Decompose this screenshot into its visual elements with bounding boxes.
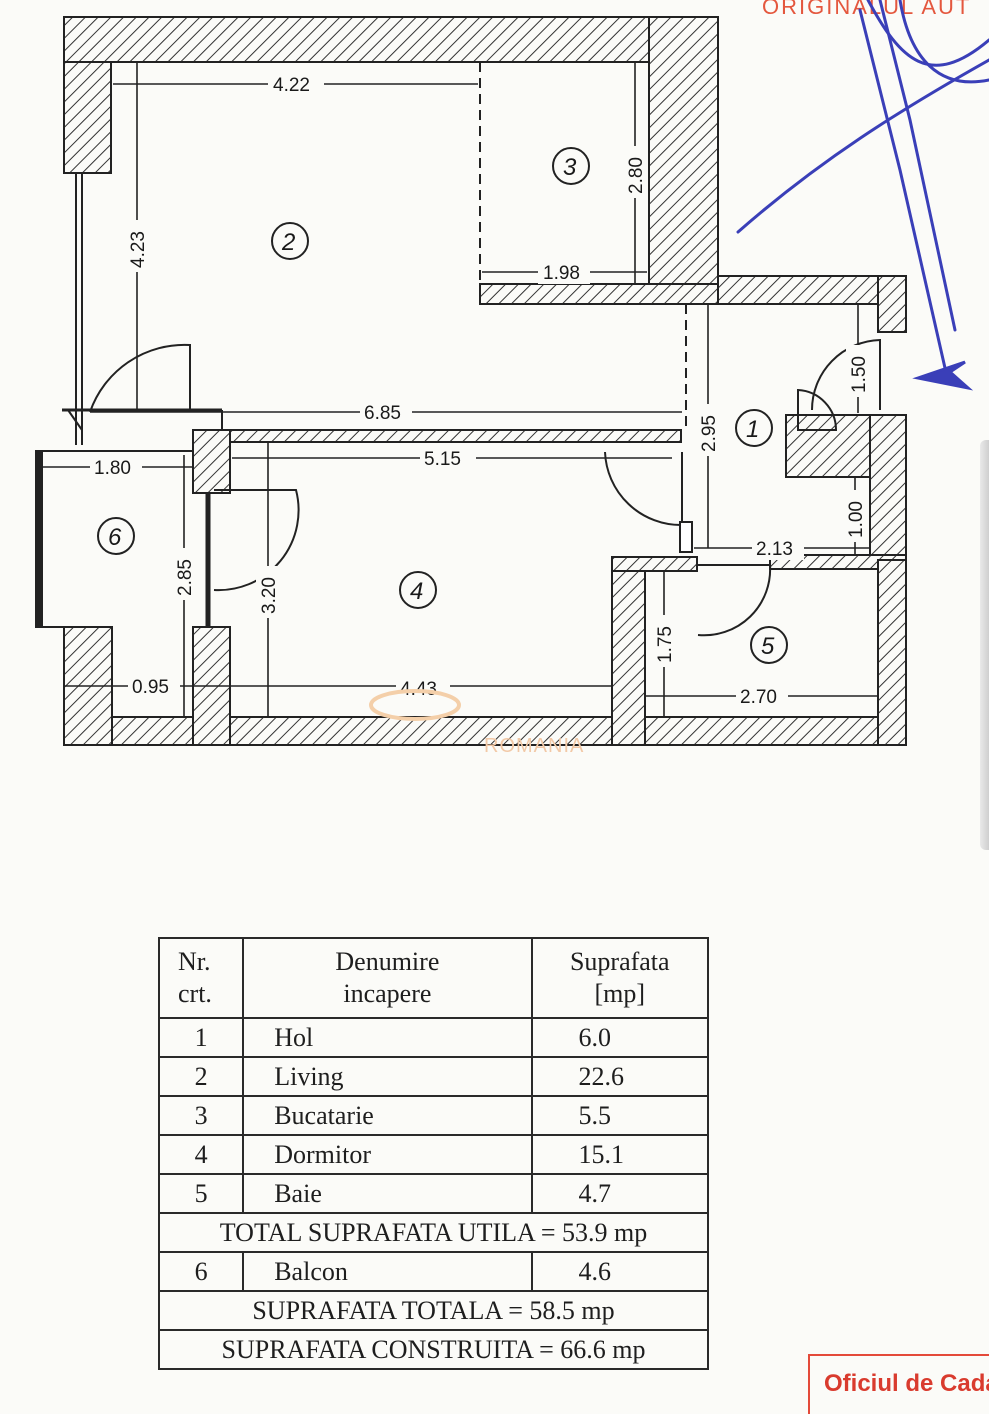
dim-label: 2.70 xyxy=(740,687,777,708)
table-row: 4 Dormitor 15.1 xyxy=(157,1134,710,1175)
header-nr: Nr. crt. xyxy=(157,937,245,1019)
header-name-line2: incapere xyxy=(343,979,432,1008)
doors xyxy=(89,338,881,637)
dim-label: 1.98 xyxy=(543,263,580,284)
row-name: Dormitor xyxy=(242,1134,533,1175)
constructed-area: SUPRAFATA CONSTRUITA = 66.6 mp xyxy=(158,1329,709,1370)
dashed-lines xyxy=(479,62,687,430)
row-area: 6.0 xyxy=(530,1017,710,1058)
watermark-logo xyxy=(369,689,461,721)
row-nr: 1 xyxy=(157,1017,245,1058)
header-name: Denumire incapere xyxy=(242,937,533,1019)
stamp-top-text: ORIGINALUL AUT xyxy=(762,0,971,19)
header-area-line1: Suprafata xyxy=(569,947,670,976)
wall-right-upper xyxy=(717,275,907,305)
wall-bath-top-left xyxy=(611,556,698,572)
dim-label: 3.20 xyxy=(259,577,280,614)
dim-label: 1.80 xyxy=(94,458,131,479)
floor-plan: 4.22 2.80 4.23 1.98 6.85 2.95 1.50 5.15 … xyxy=(35,0,989,757)
header-nr-line1: Nr. xyxy=(178,947,211,976)
row-nr: 4 xyxy=(157,1134,245,1175)
room-number: 4 xyxy=(410,578,423,605)
header-area: Suprafata [mp] xyxy=(530,937,710,1019)
header-nr-line2: crt. xyxy=(178,979,212,1008)
row-area: 4.6 xyxy=(530,1251,710,1292)
room-number: 1 xyxy=(746,416,759,443)
facade-lines xyxy=(35,173,223,628)
room-numbers xyxy=(97,147,788,664)
row-name: Bucatarie xyxy=(242,1095,533,1136)
walls xyxy=(63,16,907,746)
wall-kitchen-bottom xyxy=(479,283,719,305)
row-name: Living xyxy=(242,1056,533,1097)
table-row: 1 Hol 6.0 xyxy=(157,1017,710,1058)
dim-label: 1.50 xyxy=(849,356,870,393)
table-row: 3 Bucatarie 5.5 xyxy=(157,1095,710,1136)
dim-label: 6.85 xyxy=(364,403,401,424)
row-nr: 5 xyxy=(157,1173,245,1214)
row-name: Baie xyxy=(242,1173,533,1214)
row-nr: 3 xyxy=(157,1095,245,1136)
wall-divider xyxy=(229,429,682,443)
wall-right-lower xyxy=(869,414,907,566)
header-area-line2: [mp] xyxy=(594,979,646,1008)
total-row: SUPRAFATA TOTALA = 58.5 mp xyxy=(158,1290,709,1331)
wall-kitchen-right xyxy=(648,16,719,305)
table-row: 5 Baie 4.7 xyxy=(157,1173,710,1214)
table-header: Nr. crt. Denumire incapere Suprafata [mp… xyxy=(157,937,710,1019)
dim-label: 4.23 xyxy=(128,231,149,268)
dimension-lines xyxy=(42,62,878,717)
dim-label: 2.80 xyxy=(626,157,647,194)
wall-column xyxy=(192,429,231,494)
dim-label: 2.95 xyxy=(699,415,720,452)
total-utila-row: TOTAL SUPRAFATA UTILA = 53.9 mp xyxy=(158,1212,709,1253)
dim-label: 4.22 xyxy=(273,75,310,96)
area-table: Nr. crt. Denumire incapere Suprafata [mp… xyxy=(157,937,710,1370)
room-number: 5 xyxy=(761,633,775,660)
row-nr: 2 xyxy=(157,1056,245,1097)
row-nr: 6 xyxy=(157,1251,245,1292)
row-name: Balcon xyxy=(242,1251,533,1292)
room-number: 3 xyxy=(563,154,577,181)
dim-label: 0.95 xyxy=(132,677,169,698)
dim-label: 2.13 xyxy=(756,539,793,560)
dim-label: 2.85 xyxy=(175,559,196,596)
table-row: 2 Living 22.6 xyxy=(157,1056,710,1097)
row-name: Hol xyxy=(242,1017,533,1058)
row-area: 4.7 xyxy=(530,1173,710,1214)
header-name-line1: Denumire xyxy=(335,947,440,976)
row-area: 15.1 xyxy=(530,1134,710,1175)
table-row: 6 Balcon 4.6 xyxy=(157,1251,710,1292)
total-area: SUPRAFATA TOTALA = 58.5 mp xyxy=(158,1290,709,1331)
dimension-labels: 4.22 2.80 4.23 1.98 6.85 2.95 1.50 5.15 … xyxy=(90,72,870,708)
dim-label: 1.75 xyxy=(655,626,676,663)
page-edge-shadow xyxy=(980,440,989,850)
row-area: 5.5 xyxy=(530,1095,710,1136)
row-area: 22.6 xyxy=(530,1056,710,1097)
stamp-bottom: Oficiul de Cada xyxy=(808,1354,989,1414)
wall-bath-left xyxy=(611,556,646,746)
wall-right-stub xyxy=(877,275,907,333)
watermark-text: ROMANIA xyxy=(484,735,584,757)
room-number: 2 xyxy=(281,229,295,256)
dim-label: 5.15 xyxy=(424,449,461,470)
constructed-row: SUPRAFATA CONSTRUITA = 66.6 mp xyxy=(158,1329,709,1370)
signature xyxy=(736,0,989,391)
room-number: 6 xyxy=(108,524,122,551)
wall-bath-right xyxy=(877,559,907,746)
wall-top xyxy=(63,16,719,63)
total-utila: TOTAL SUPRAFATA UTILA = 53.9 mp xyxy=(158,1212,709,1253)
dim-label: 1.00 xyxy=(846,501,867,538)
